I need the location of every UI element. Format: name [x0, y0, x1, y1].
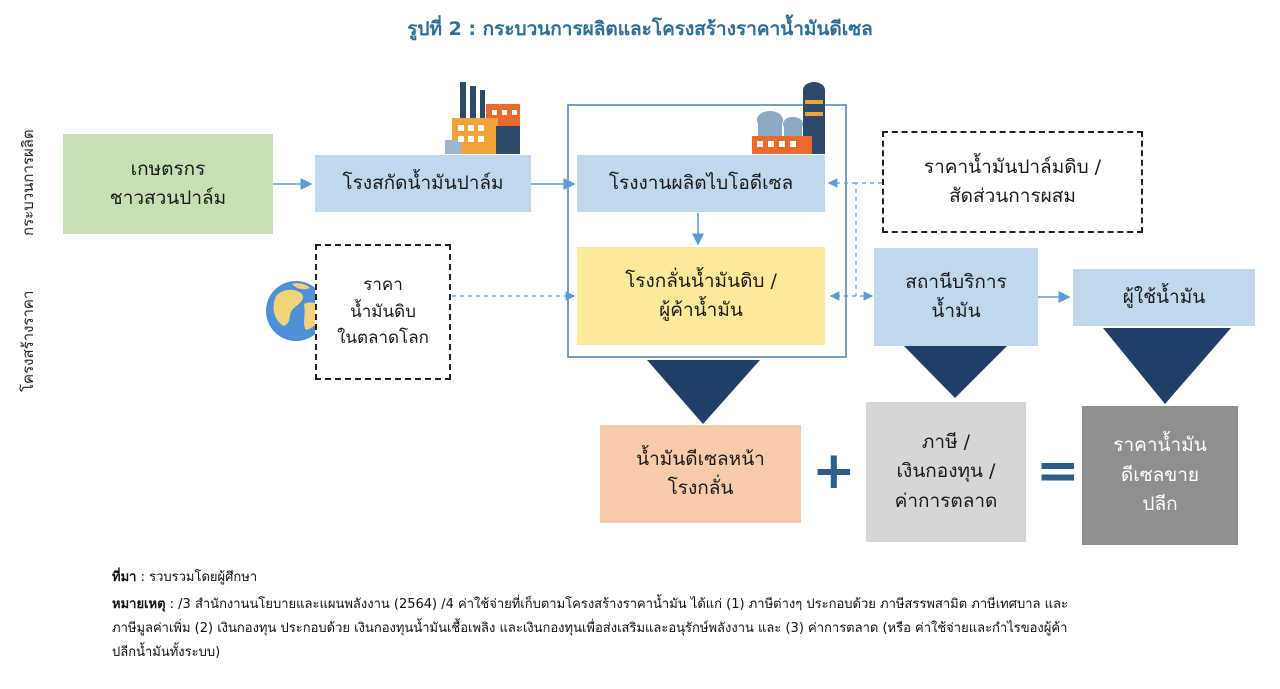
triangle-user	[1103, 328, 1231, 404]
farmer-line-1: เกษตรกร	[130, 157, 206, 180]
equals-operator: =	[1036, 441, 1080, 501]
remark-line-1: : /3 สำนักงานนโยบายและแผนพลังงาน (2564) …	[165, 597, 1068, 612]
source-note: ที่มา : รวบรวมโดยผู้ศึกษา	[112, 566, 257, 590]
source-label: ที่มา	[112, 570, 137, 585]
gas-station-line-2: น้ำมัน	[931, 300, 981, 322]
tax-line-3: ค่าการตลาด	[894, 489, 998, 512]
tax-fund-margin-box: ภาษี / เงินกองทุน / ค่าการตลาด	[866, 402, 1026, 542]
refinery-trader-line-1: โรงกลั่นน้ำมันดิบ /	[625, 269, 777, 292]
refinery-trader-line-2: ผู้ค้าน้ำมัน	[659, 299, 743, 321]
cpo-price-line-2: สัดส่วนการผสม	[949, 185, 1076, 207]
refinery-trader-box: โรงกลั่นน้ำมันดิบ / ผู้ค้าน้ำมัน	[577, 247, 825, 345]
plus-operator: +	[812, 441, 856, 501]
world-crude-line-1: ราคา	[363, 275, 403, 296]
oil-user-label: ผู้ใช้น้ำมัน	[1122, 285, 1206, 308]
retail-price-line-2: ดีเซลขาย	[1120, 463, 1200, 486]
triangle-refinery	[647, 360, 760, 424]
ex-refinery-line-1: น้ำมันดีเซลหน้า	[636, 447, 765, 470]
tax-line-2: เงินกองทุน /	[896, 460, 996, 483]
remark-label: หมายเหตุ	[112, 597, 166, 612]
refinery-group-frame	[567, 104, 847, 358]
farmer-box: เกษตรกรชาวสวนปาล์ม	[63, 134, 273, 234]
gas-station-box: สถานีบริการน้ำมัน	[874, 248, 1038, 346]
triangle-station	[903, 345, 1008, 398]
cpo-price-line-1: ราคาน้ำมันปาล์มดิบ /	[923, 155, 1102, 178]
cpo-price-box: ราคาน้ำมันปาล์มดิบ / สัดส่วนการผสม	[882, 131, 1143, 233]
page-title: รูปที่ 2 : กระบวนการผลิตและโครงสร้างราคา…	[407, 18, 873, 40]
world-crude-price-box: ราคาน้ำมันดิบในตลาดโลก	[315, 244, 451, 380]
gas-station-line-1: สถานีบริการ	[905, 270, 1007, 293]
refinery-plant-icon	[752, 82, 825, 154]
remark-line-2: ภาษีมูลค่าเพิ่ม (2) เงินกองทุน ประกอบด้ว…	[112, 621, 1068, 636]
factory-icon	[445, 82, 520, 154]
remark-note: หมายเหตุ : /3 สำนักงานนโยบายและแผนพลังงา…	[112, 593, 1272, 665]
remark-line-3: ปลีกน้ำมันทั้งระบบ)	[112, 645, 221, 660]
retail-price-box: ราคาน้ำมันดีเซลขายปลีก	[1082, 406, 1238, 545]
palm-oil-mill-box: โรงสกัดน้ำมันปาล์ม	[315, 155, 531, 212]
farmer-line-2: ชาวสวนปาล์ม	[109, 187, 227, 209]
palm-oil-mill-label: โรงสกัดน้ำมันปาล์ม	[342, 171, 504, 194]
ex-refinery-line-2: โรงกลั่น	[667, 477, 734, 499]
biodiesel-plant-box: โรงงานผลิตไบโอดีเซล	[577, 155, 825, 212]
oil-user-box: ผู้ใช้น้ำมัน	[1073, 269, 1255, 326]
retail-price-line-1: ราคาน้ำมัน	[1113, 434, 1207, 457]
ex-refinery-price-box: น้ำมันดีเซลหน้าโรงกลั่น	[600, 425, 801, 523]
tax-line-1: ภาษี /	[921, 430, 971, 453]
world-crude-line-3: ในตลาดโลก	[337, 328, 429, 349]
source-text: : รวบรวมโดยผู้ศึกษา	[136, 570, 258, 585]
biodiesel-plant-label: โรงงานผลิตไบโอดีเซล	[608, 171, 794, 194]
world-crude-line-2: น้ำมันดิบ	[350, 301, 416, 322]
retail-price-line-3: ปลีก	[1142, 493, 1178, 516]
